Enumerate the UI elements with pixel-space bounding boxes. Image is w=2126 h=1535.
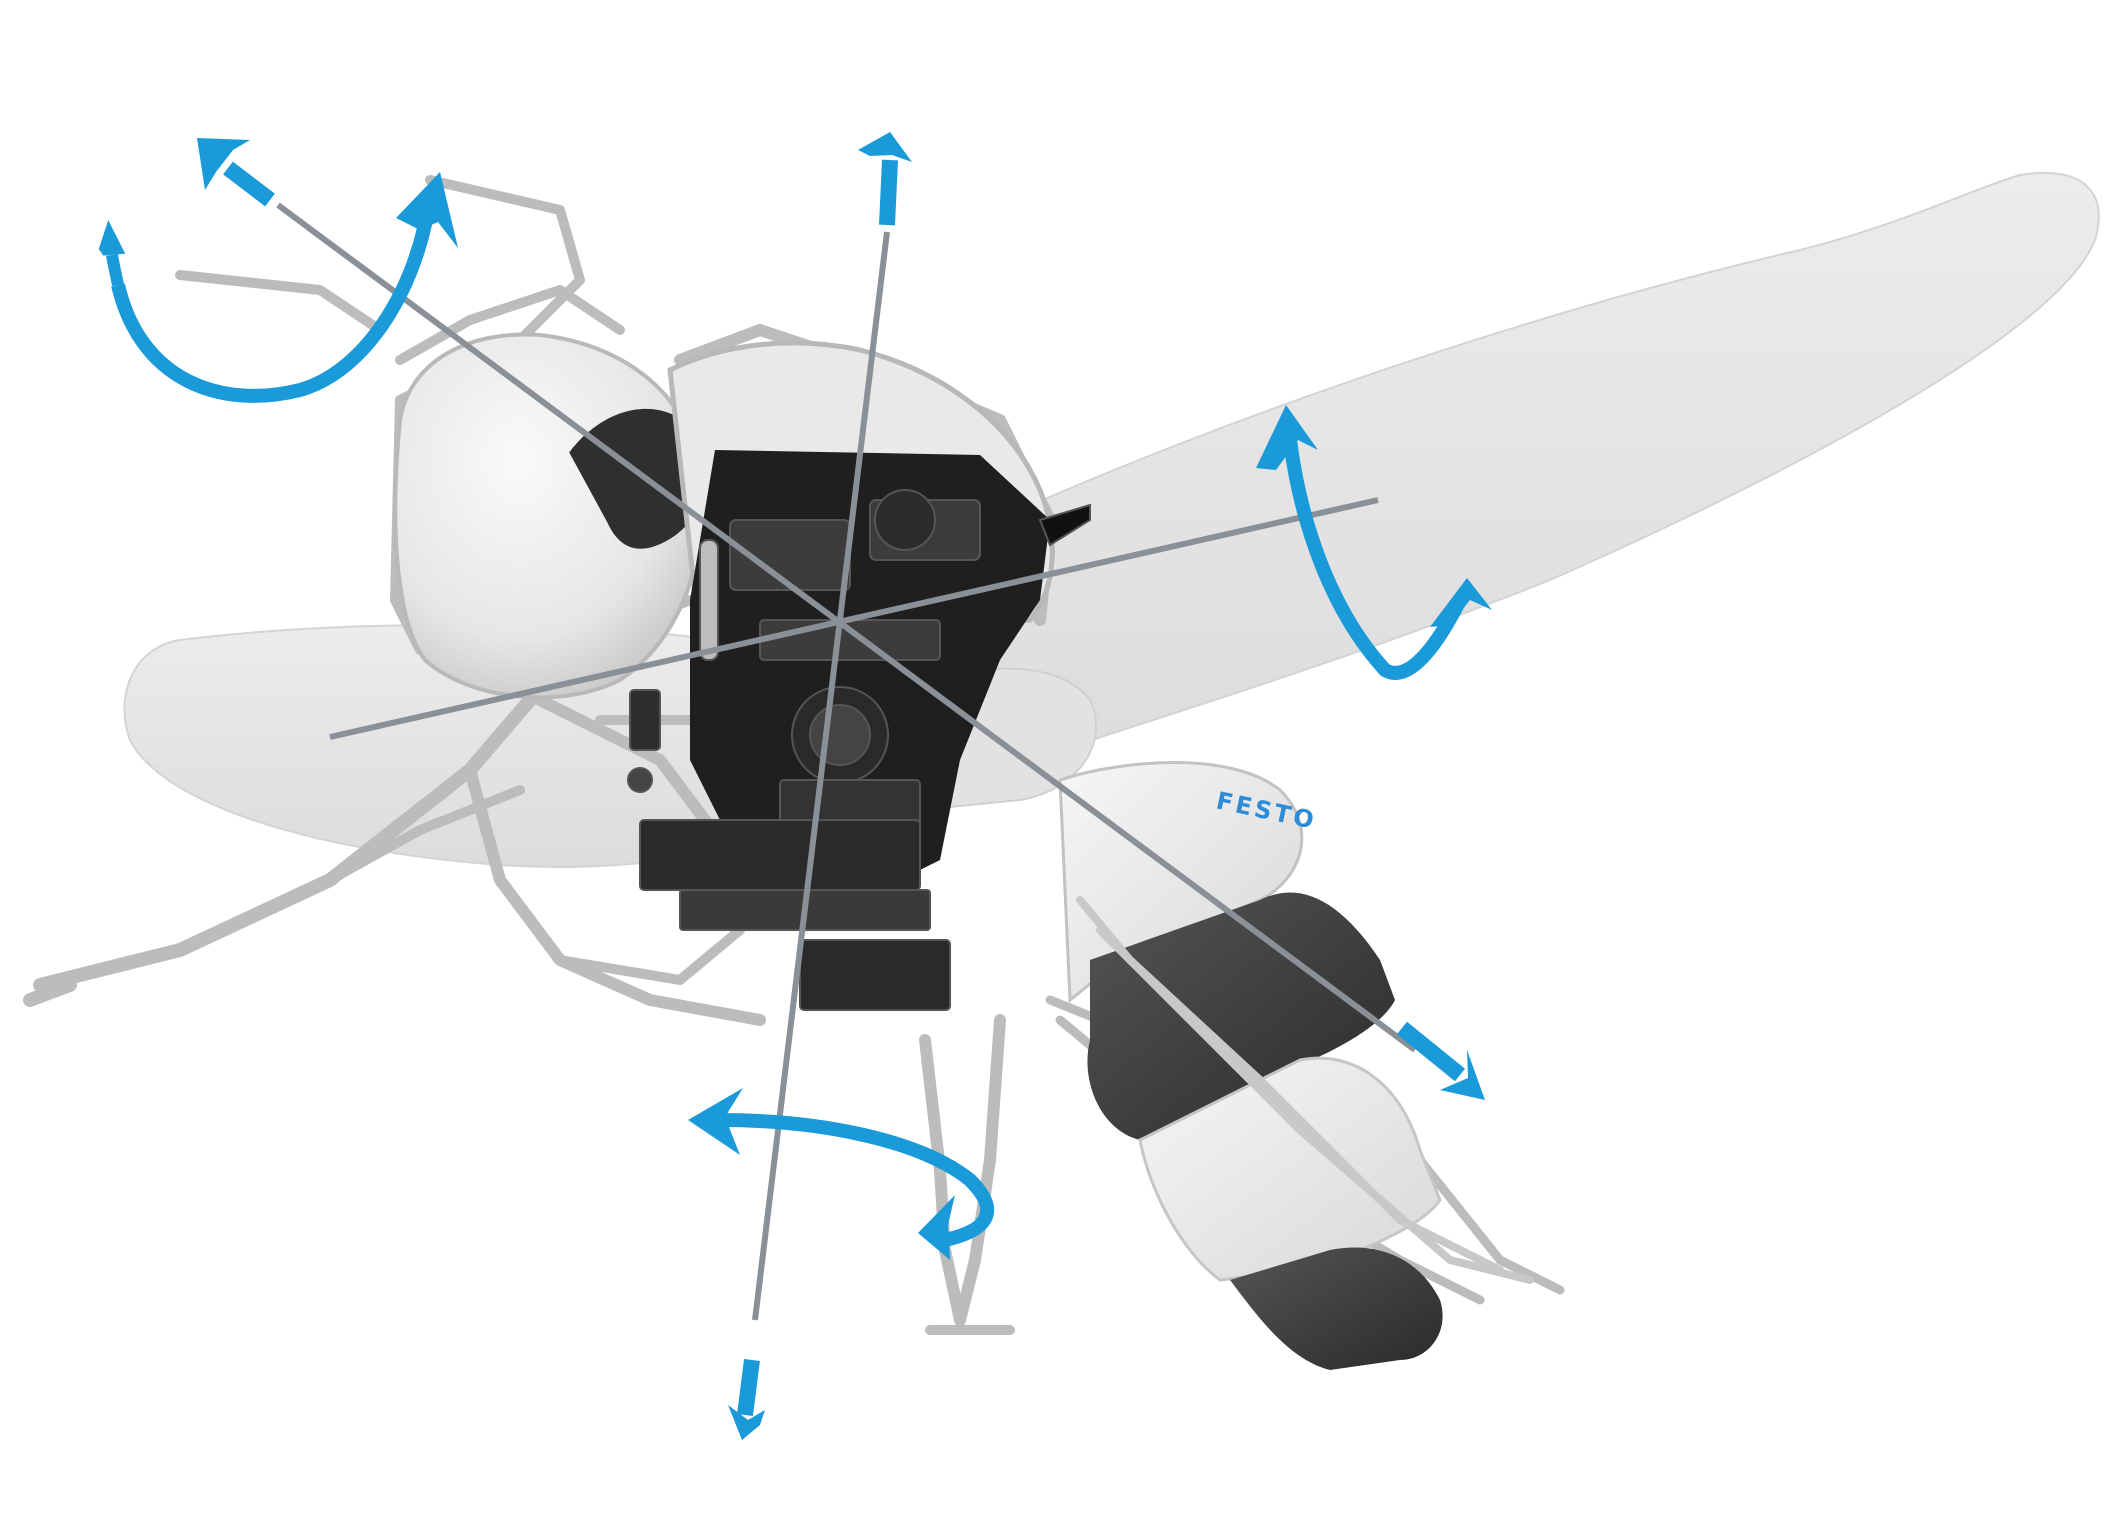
abdomen-dark-segment-1 xyxy=(1087,892,1395,1140)
up-arrow-icon xyxy=(858,132,912,226)
down-arrow-icon xyxy=(728,1358,765,1440)
abdomen-dark-segment-2 xyxy=(1230,1247,1443,1370)
abdomen-white-segment xyxy=(1138,1056,1442,1282)
yaw-rotation-arrow-icon xyxy=(688,1088,995,1260)
head-rotation-arrow-icon xyxy=(98,172,458,403)
thorax xyxy=(627,340,1091,1011)
abdomen: FESTO xyxy=(1058,761,1534,1370)
abdomen-front-segment xyxy=(1058,761,1304,1004)
roll-backward-arrow-icon xyxy=(1396,1021,1485,1100)
wing-axis xyxy=(329,497,1379,740)
wing-twist-arrow-icon xyxy=(1256,405,1492,680)
motion-arrows xyxy=(98,132,1492,1440)
mechanism-details xyxy=(627,489,1091,1011)
axis-lines xyxy=(276,202,1417,1321)
right-wing xyxy=(898,171,2100,772)
longitudinal-axis xyxy=(276,202,1417,1053)
vertical-axis xyxy=(752,231,890,1321)
roll-forward-arrow-icon xyxy=(197,138,275,207)
